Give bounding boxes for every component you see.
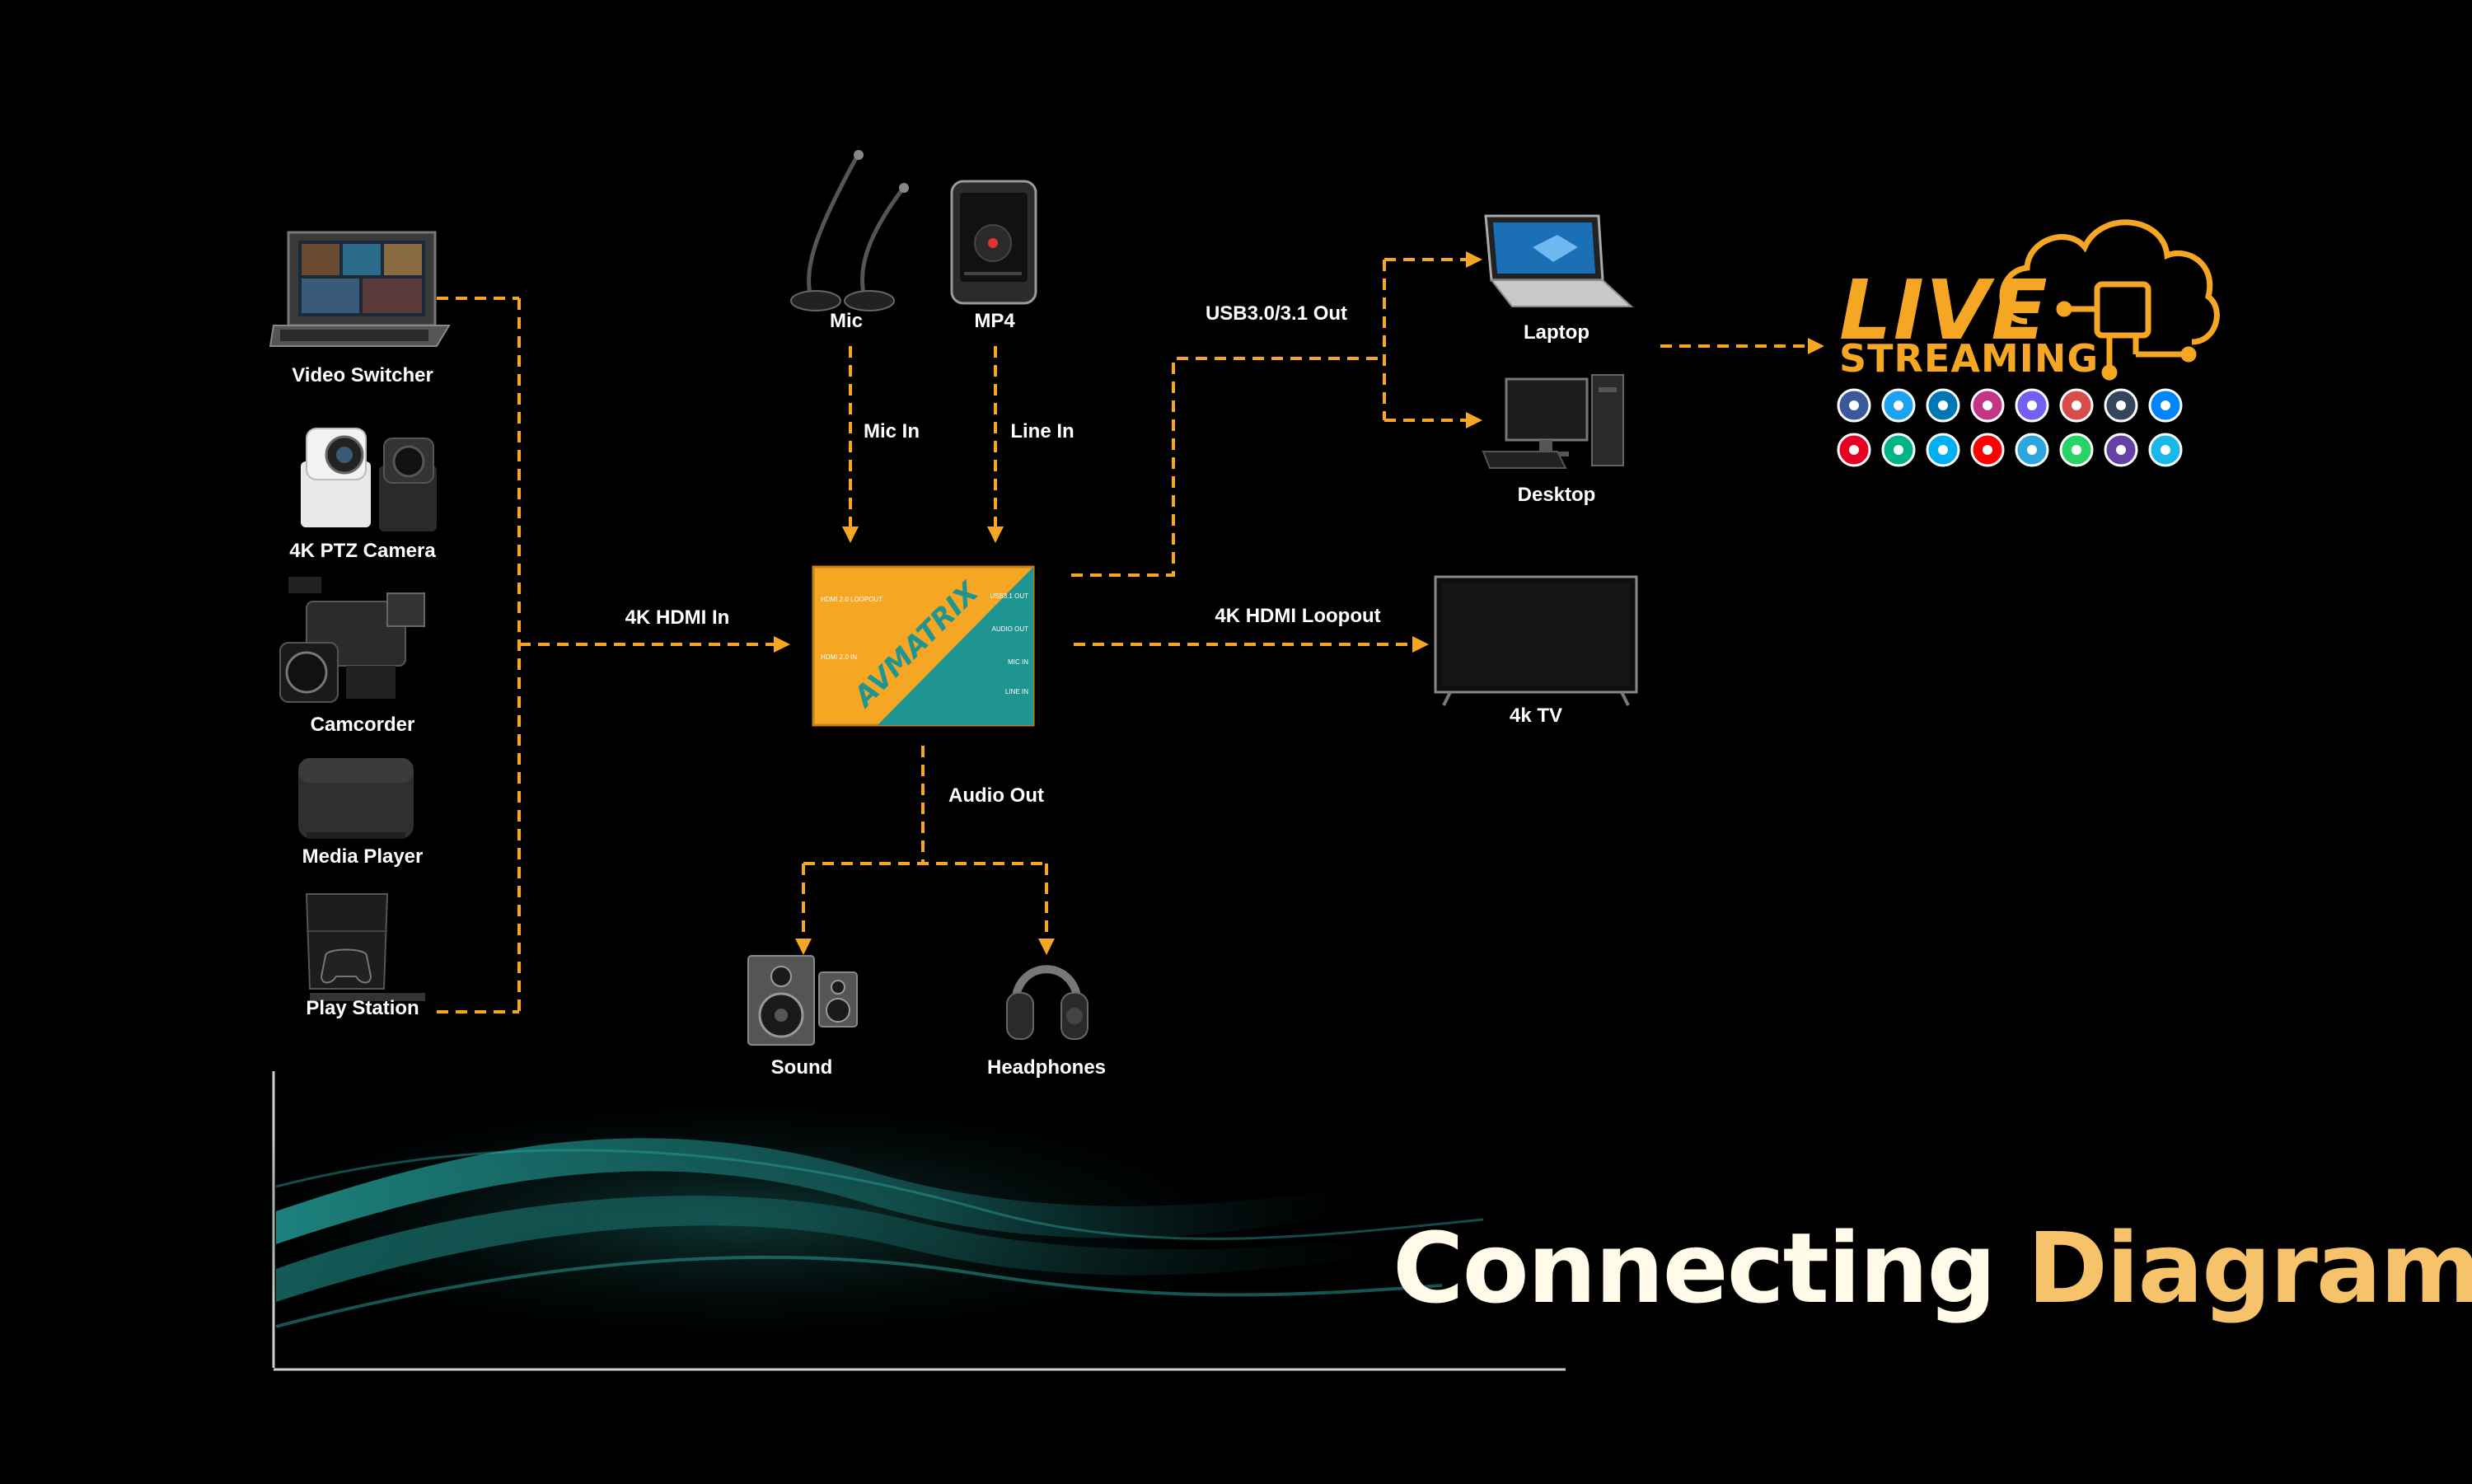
instagram-icon-glyph [1983, 400, 1992, 410]
mp4-player-icon [950, 180, 1037, 305]
live-streaming-logo-streaming: STREAMING [1839, 336, 2100, 381]
sound-label: Sound [770, 1056, 833, 1079]
mp4-label: MP4 [974, 310, 1015, 332]
page-title: Connecting Diagram [1393, 1211, 2472, 1325]
mic-label: Mic [829, 310, 864, 332]
svg-text:HDMI 2.0 IN: HDMI 2.0 IN [821, 653, 857, 661]
headphones-label: Headphones [986, 1056, 1107, 1079]
vine-icon-glyph [1894, 445, 1903, 455]
facebook-icon-glyph [1849, 400, 1859, 410]
telegram-icon-glyph [2027, 445, 2037, 455]
svg-text:HDMI 2.0 LOOPOUT: HDMI 2.0 LOOPOUT [821, 596, 883, 603]
svg-text:USB3.1 OUT: USB3.1 OUT [990, 592, 1028, 600]
connectors [437, 251, 1824, 1014]
vimeo-icon-glyph [2161, 445, 2170, 455]
camcorder-icon [279, 577, 425, 703]
video-switcher-icon [269, 231, 451, 347]
headphones-icon [1006, 965, 1089, 1040]
hdmi-loopout-label: 4K HDMI Loopout [1215, 605, 1381, 627]
ptz-camera-icon [301, 428, 437, 531]
tumblr-icon-glyph [2116, 400, 2126, 410]
source-label-media-player: Media Player [302, 845, 424, 868]
youtube-icon-glyph [1983, 445, 1992, 455]
game-console-icon [305, 893, 425, 1001]
media-player-icon [298, 758, 414, 839]
linkedin-icon-glyph [1938, 400, 1948, 410]
title-word-2: Diagram [2027, 1211, 2472, 1325]
tv-label: 4k TV [1509, 705, 1563, 727]
whatsapp-icon-glyph [2072, 445, 2081, 455]
laptop-icon [1484, 214, 1634, 307]
social-platform-icons [1837, 388, 2183, 467]
messenger-icon-glyph [2161, 400, 2170, 410]
desktop-label: Desktop [1517, 484, 1596, 506]
teal-wave-decoration [165, 1079, 1484, 1360]
pinterest-icon-glyph [1849, 445, 1859, 455]
skype-icon-glyph [1938, 445, 1948, 455]
source-label-video-switcher: Video Switcher [292, 364, 433, 386]
desktop-icon [1482, 374, 1624, 469]
hdmi-in-label: 4K HDMI In [625, 606, 730, 629]
audio-out-label: Audio Out [948, 784, 1044, 807]
svg-text:LINE IN: LINE IN [1005, 688, 1028, 695]
source-label-camcorder: Camcorder [310, 714, 415, 736]
live-streaming-logo-live: LIVE [1839, 262, 2049, 358]
tv-icon [1434, 575, 1638, 706]
capture-device: AVMATRIX HDMI 2.0 LOOPOUT HDMI 2.0 IN US… [812, 565, 1035, 727]
source-label-play-station: Play Station [306, 997, 419, 1019]
mic-in-label: Mic In [863, 420, 920, 442]
source-label-ptz-camera: 4K PTZ Camera [289, 540, 436, 562]
microphone-icon [790, 150, 909, 311]
line-in-label: Line In [1010, 420, 1074, 442]
periscope-icon-glyph [2072, 400, 2081, 410]
speaker-icon [747, 955, 858, 1046]
twitter-icon-glyph [1894, 400, 1903, 410]
title-word-1: Connecting [1393, 1211, 1997, 1325]
twitch-icon-glyph [2116, 445, 2126, 455]
svg-text:AUDIO OUT: AUDIO OUT [992, 625, 1029, 633]
cloud-network-icon [1999, 219, 2220, 381]
usb-out-label: USB3.0/3.1 Out [1205, 302, 1348, 325]
viber-icon-glyph [2027, 400, 2037, 410]
laptop-label: Laptop [1524, 321, 1589, 344]
svg-text:MIC IN: MIC IN [1008, 658, 1028, 666]
